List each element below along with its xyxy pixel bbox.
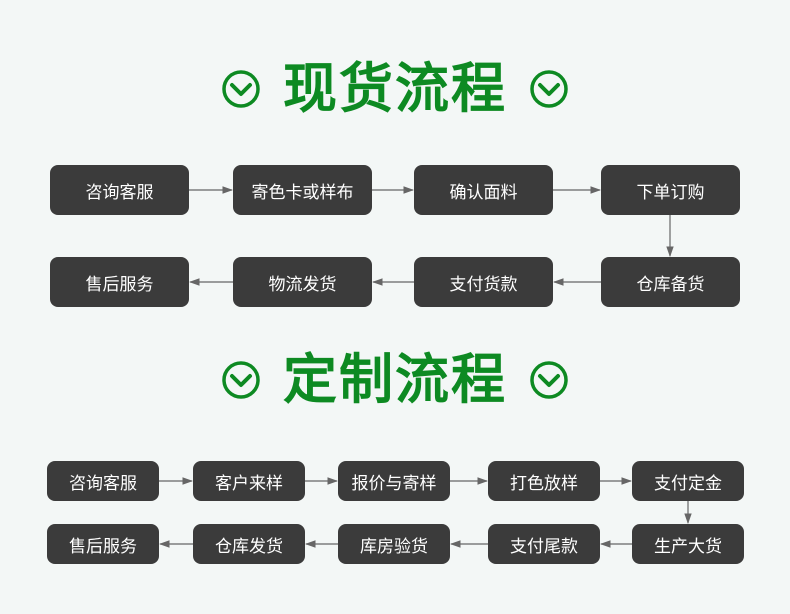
section-heading-custom: 定制流程: [0, 353, 790, 407]
custom-step-box: 报价与寄样: [338, 461, 450, 501]
stock-step-box: 咨询客服: [50, 165, 189, 215]
chevron-down-circle-icon: [530, 361, 568, 399]
custom-step-box: 库房验货: [338, 524, 450, 564]
chevron-down-circle-icon: [530, 70, 568, 108]
chevron-down-circle-icon: [222, 70, 260, 108]
custom-step-box: 仓库发货: [193, 524, 305, 564]
stock-step-box: 物流发货: [233, 257, 372, 307]
section-title-custom: 定制流程: [283, 348, 507, 411]
stock-step-box: 仓库备货: [601, 257, 740, 307]
stock-step-box: 售后服务: [50, 257, 189, 307]
chevron-down-circle-icon: [222, 361, 260, 399]
custom-step-box: 打色放样: [488, 461, 600, 501]
custom-step-box: 生产大货: [632, 524, 744, 564]
stock-step-box: 确认面料: [414, 165, 553, 215]
custom-step-box: 咨询客服: [47, 461, 159, 501]
section-heading-stock: 现货流程: [0, 62, 790, 116]
custom-step-box: 售后服务: [47, 524, 159, 564]
section-title-stock: 现货流程: [283, 57, 507, 120]
custom-step-box: 支付定金: [632, 461, 744, 501]
custom-step-box: 客户来样: [193, 461, 305, 501]
stock-step-box: 下单订购: [601, 165, 740, 215]
stock-step-box: 支付货款: [414, 257, 553, 307]
stock-step-box: 寄色卡或样布: [233, 165, 372, 215]
custom-step-box: 支付尾款: [488, 524, 600, 564]
